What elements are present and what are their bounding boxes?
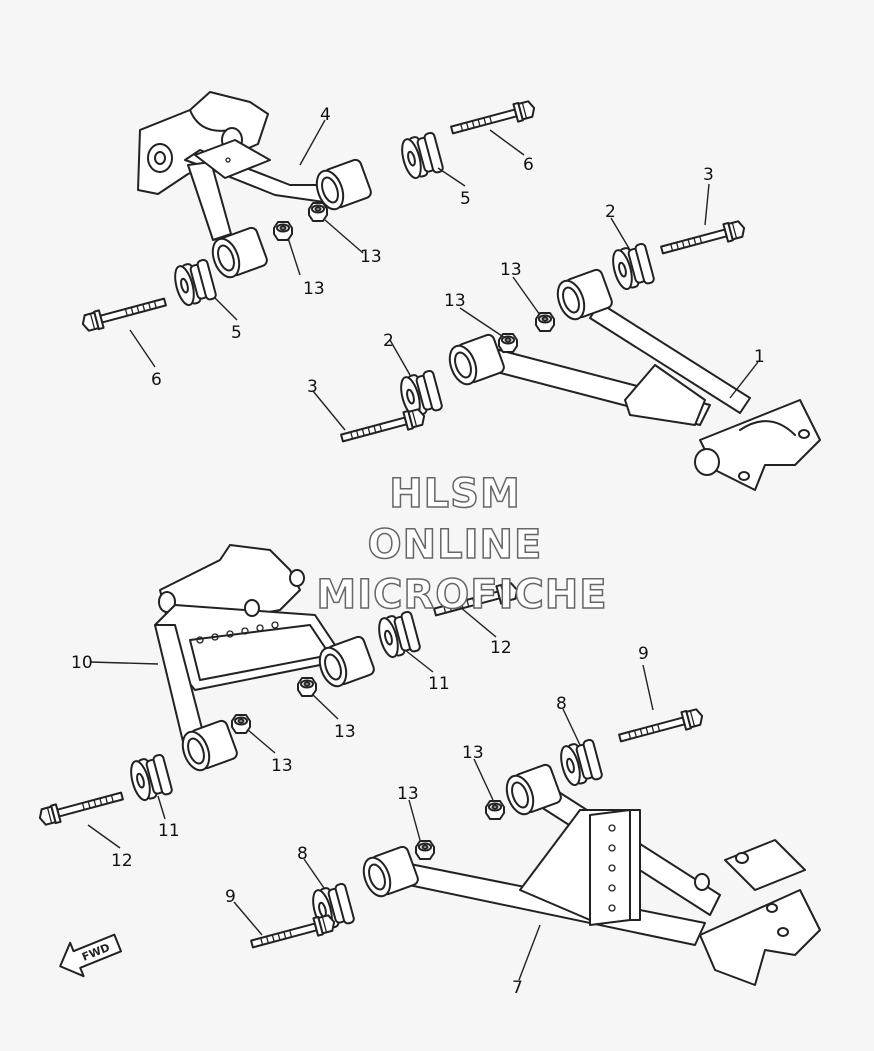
callout-part-13-e: 13: [334, 722, 356, 742]
callout-part-5-lower: 5: [231, 323, 242, 343]
lower-arm-part-1: [443, 267, 821, 491]
callout-labels: 4 5 6 5 6 13 13 1 2 3 2 3 13 13 10 11 12…: [71, 105, 765, 998]
watermark-line-3: MICROFICHE: [316, 572, 607, 618]
callout-part-13-c: 13: [500, 260, 522, 280]
callout-part-6-upper: 6: [523, 155, 534, 175]
leader-lines: [87, 119, 759, 981]
bushing-part-11-lower: [126, 753, 174, 804]
callout-part-10: 10: [71, 653, 93, 673]
nut-part-13-arm7: [415, 800, 505, 860]
bolt-part-3-lower: [338, 406, 428, 448]
lower-arm-part-7: [357, 762, 821, 986]
callout-part-13-d: 13: [444, 291, 466, 311]
watermark-line-1: HLSM: [389, 471, 521, 517]
upper-arm-part-4: [137, 91, 374, 282]
callout-part-12-upper: 12: [490, 638, 512, 658]
callout-part-4: 4: [320, 105, 331, 125]
callout-part-3-lower: 3: [307, 377, 318, 397]
nut-part-13-arm10: [231, 677, 317, 734]
forward-direction-arrow: FWD: [59, 933, 123, 978]
watermark: HLSM ONLINE MICROFICHE: [316, 470, 608, 619]
bushing-part-11-upper: [374, 610, 422, 661]
nut-part-13: [273, 202, 328, 241]
nut-part-13-arm1: [498, 312, 555, 353]
bolt-part-12-lower: [36, 786, 126, 828]
callout-part-13-g: 13: [462, 743, 484, 763]
bushing-part-2-upper: [608, 242, 656, 293]
watermark-line-2: ONLINE: [368, 522, 543, 568]
bolt-part-6-lower: [79, 292, 169, 334]
callout-part-9-lower: 9: [225, 887, 236, 907]
bushing-part-5-upper: [397, 131, 445, 182]
callout-part-2-upper: 2: [605, 202, 616, 222]
callout-part-8-upper: 8: [556, 694, 567, 714]
callout-part-1: 1: [754, 347, 765, 367]
callout-part-9-upper: 9: [638, 644, 649, 664]
callout-part-5-upper: 5: [460, 189, 471, 209]
callout-part-2-lower: 2: [383, 331, 394, 351]
bolt-part-9-lower: [248, 912, 338, 954]
callout-part-7: 7: [512, 978, 523, 998]
callout-part-6-lower: 6: [151, 370, 162, 390]
callout-part-11-lower: 11: [158, 821, 180, 841]
upper-arm-part-10: [154, 544, 377, 775]
callout-part-13-a: 13: [360, 247, 382, 267]
callout-part-13-h: 13: [397, 784, 419, 804]
bolt-part-3-upper: [658, 218, 748, 260]
callout-part-13-b: 13: [303, 279, 325, 299]
bushing-part-5-lower: [170, 258, 218, 309]
callout-part-3-upper: 3: [703, 165, 714, 185]
callout-part-11-upper: 11: [428, 674, 450, 694]
callout-part-8-lower: 8: [297, 844, 308, 864]
callout-part-13-f: 13: [271, 756, 293, 776]
callout-part-12-lower: 12: [111, 851, 133, 871]
bushing-part-8-upper: [556, 738, 604, 789]
bolt-part-9-upper: [616, 706, 706, 748]
